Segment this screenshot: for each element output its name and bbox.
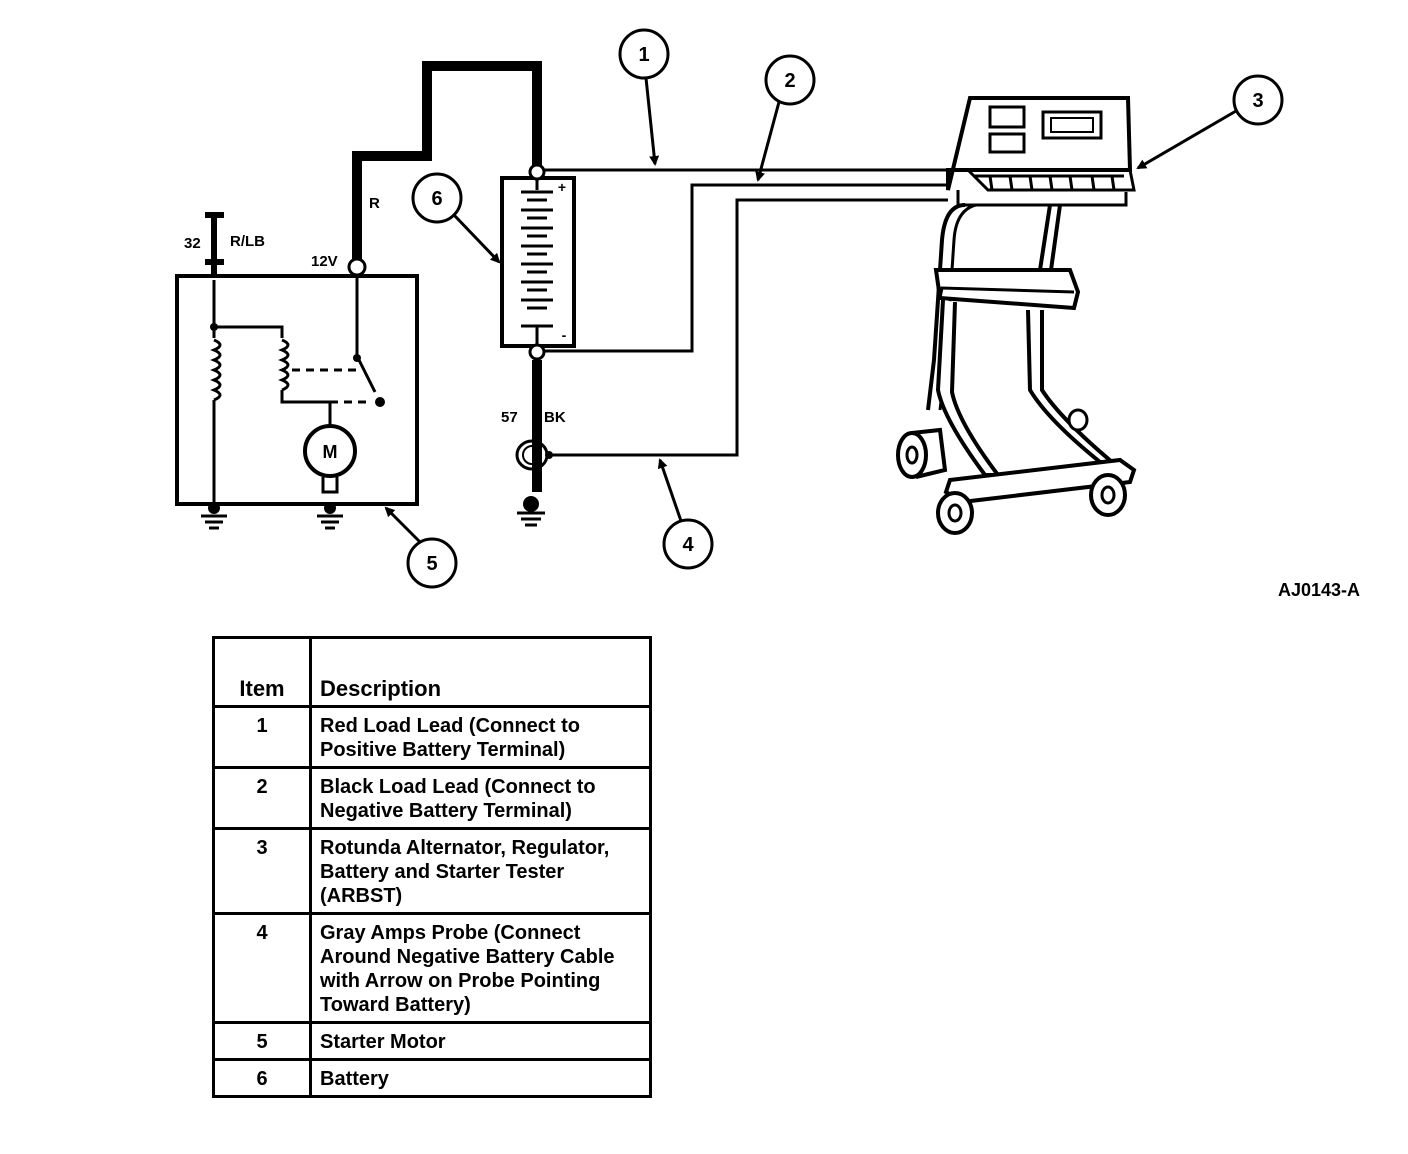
item-number: 6 [212,1058,312,1098]
callout-1: 1 [618,28,670,166]
ground-symbol [201,502,227,530]
battery-negative-symbol: - [562,327,567,343]
item-number: 2 [212,766,312,830]
battery-case [500,176,576,348]
item-description: Battery [309,1058,652,1098]
svg-text:1: 1 [638,44,649,66]
table-row: 1 Red Load Lead (Connect to Positive Bat… [212,705,652,769]
black-load-lead [544,183,948,353]
item-description: Black Load Lead (Connect to Negative Bat… [309,766,652,830]
tester-wheel [896,431,928,479]
column-header-description: Description [309,636,652,708]
ground-symbol [317,502,343,530]
tester-console [946,96,1133,191]
item-description: Rotunda Alternator, Regulator, Battery a… [309,827,652,915]
item-number: 4 [212,912,312,1024]
callout-2: 2 [755,54,816,182]
tester-base [943,457,1137,505]
tester-wheel [1089,473,1127,517]
circuit-57-label: 57 [501,409,518,426]
svg-text:2: 2 [784,70,795,92]
motor-label: M [323,442,338,462]
hold-in-coil [210,280,222,505]
item-description: Red Load Lead (Connect to Positive Batte… [309,705,652,769]
table-row: 6 Battery [212,1058,652,1098]
solenoid-contact [355,276,377,393]
table-header-row: Item Description [212,636,652,708]
callout-3: 3 [1136,74,1284,170]
motor-symbol [303,424,357,478]
column-header-item: Item [212,636,312,708]
tester-wheel [936,491,974,535]
item-number: 5 [212,1021,312,1061]
svg-text:6: 6 [431,188,442,210]
positive-battery-cable [352,61,542,262]
item-description: Starter Motor [309,1021,652,1061]
table-row: 4 Gray Amps Probe (Connect Around Negati… [212,912,652,1024]
table-row: 3 Rotunda Alternator, Regulator, Battery… [212,827,652,915]
starter-motor: M 32 R/LB [175,212,419,530]
battery-negative-terminal [528,343,546,361]
table-row: 5 Starter Motor [212,1021,652,1061]
ground-symbol [517,496,545,527]
wire-r-lb-label: R/LB [230,233,265,250]
svg-text:4: 4 [682,534,694,556]
starter-housing [175,274,419,506]
tester-display-left [988,105,1026,129]
arbst-tester [896,96,1137,535]
circuit-32-label: 32 [184,235,201,252]
pull-in-coil [214,325,330,404]
wire-bk-label: BK [544,409,566,426]
item-number: 3 [212,827,312,915]
svg-text:5: 5 [426,553,437,575]
terminal-12v [347,257,367,277]
figure-id: AJ0143-A [1278,580,1360,600]
wire-r-label: R [369,195,380,212]
battery-positive-symbol: + [558,179,566,195]
table-row: 2 Black Load Lead (Connect to Negative B… [212,766,652,830]
battery: + - [500,176,576,348]
item-number: 1 [212,705,312,769]
amps-probe-lead [549,198,948,457]
tester-display-right [1041,110,1103,140]
battery-positive-terminal [528,163,546,181]
terminal-32-post [205,212,224,276]
callout-6: 6 [411,172,501,264]
callout-4: 4 [657,458,714,570]
parts-legend-table: Item Description 1 Red Load Lead (Connec… [212,636,652,1098]
callout-5: 5 [384,506,458,589]
plunger-link [292,368,372,404]
svg-text:3: 3 [1252,90,1263,112]
terminal-12v-label: 12V [311,253,338,270]
item-description: Gray Amps Probe (Connect Around Negative… [309,912,652,1024]
